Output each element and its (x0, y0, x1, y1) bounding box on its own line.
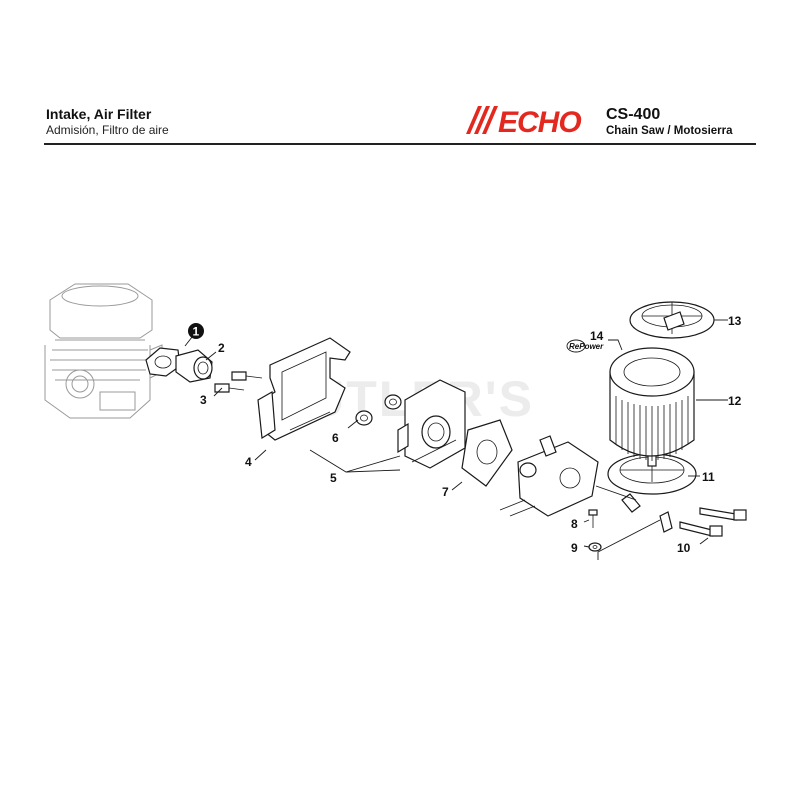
brand-name: ECHO (498, 106, 581, 136)
page-title: Intake, Air Filter (46, 106, 152, 122)
part-screw-8 (588, 509, 598, 528)
header-right: CS-400 Chain Saw / Motosierra (606, 106, 733, 139)
repower-badge: RePower (566, 339, 604, 353)
callout-13: 13 (728, 314, 742, 328)
callout-2: 2 (218, 341, 225, 355)
page-subtitle: Admisión, Filtro de aire (46, 123, 169, 137)
callouts: 1 2 3 4 5 6 7 8 9 10 11 12 13 14 (188, 314, 742, 555)
callout-8: 8 (571, 517, 578, 531)
part-bolts (679, 507, 747, 537)
model-number: CS-400 (606, 106, 661, 123)
engine-cylinder-ghost (44, 283, 163, 419)
callout-6: 6 (332, 431, 339, 445)
part-intake-elbow (175, 349, 213, 383)
part-air-filter-base (607, 449, 697, 533)
part-intake-gasket (145, 347, 181, 377)
callout-14: 14 (590, 329, 604, 343)
header-divider (44, 143, 756, 145)
callout-9: 9 (571, 541, 578, 555)
callout-10: 10 (677, 541, 691, 555)
callout-11: 11 (702, 470, 715, 484)
header-left: Intake, Air Filter Admisión, Filtro de a… (46, 106, 169, 138)
part-intake-frame (257, 337, 351, 441)
part-washer-9 (588, 542, 602, 552)
callout-4: 4 (245, 455, 252, 469)
leader-lines (184, 319, 728, 560)
part-carburetor-mount (397, 379, 466, 469)
part-screws (214, 371, 263, 393)
callout-1: 1 (193, 325, 200, 339)
logo-speed-stripes (466, 106, 498, 134)
part-air-filter (609, 347, 695, 461)
callout-1-badge (188, 323, 204, 339)
part-carburetor-gasket (461, 419, 513, 487)
product-name: Chain Saw / Motosierra (606, 125, 733, 137)
part-filter-cover (629, 301, 715, 339)
repower-label: RePower (569, 342, 604, 351)
callout-7: 7 (442, 485, 449, 499)
part-grommets (355, 394, 402, 426)
part-carburetor (499, 435, 599, 517)
callout-12: 12 (728, 394, 742, 408)
callout-5: 5 (330, 471, 337, 485)
echo-logo: ECHO (466, 106, 582, 136)
callout-3: 3 (200, 393, 207, 407)
